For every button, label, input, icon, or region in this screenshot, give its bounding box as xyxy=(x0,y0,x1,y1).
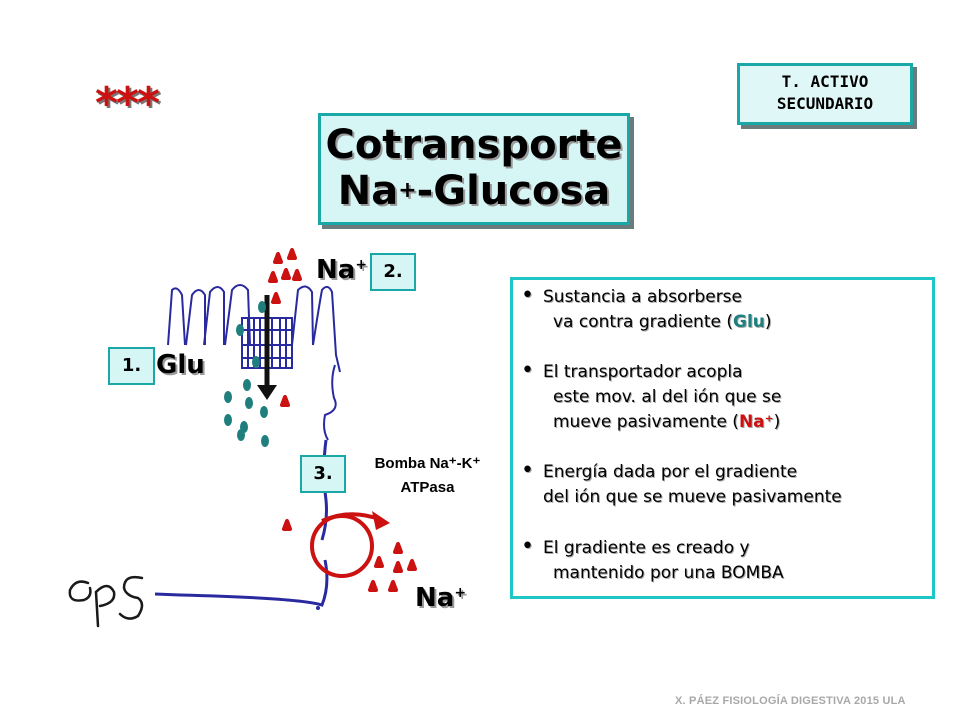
sodium-label-top-text: Na xyxy=(316,255,356,285)
sodium-label-top: Na+ xyxy=(316,255,367,285)
bullet-2: • El transportador acopla este mov. al d… xyxy=(521,358,782,435)
glucose-label: Glu xyxy=(156,350,205,380)
bullet-3-line-1: Energía dada por el gradiente xyxy=(543,462,798,482)
microvilli-outline xyxy=(167,284,341,441)
bullet-2-highlight: Na⁺ xyxy=(738,412,774,432)
bullet-dot-icon: • xyxy=(521,283,534,308)
bullet-1-highlight: Glu xyxy=(733,312,765,332)
mechanism-badge: T. ACTIVO SECUNDARIO xyxy=(737,63,913,125)
title-na: Na xyxy=(337,168,399,214)
bullet-2-line-2: este mov. al del ión que se xyxy=(553,387,782,407)
bullet-3-line-2: del ión que se mueve pasivamente xyxy=(543,487,842,507)
sodium-label-top-sup: + xyxy=(355,257,368,273)
bullet-dot-icon: • xyxy=(521,358,534,383)
page-title: Cotransporte Na+-Glucosa xyxy=(318,113,630,225)
bullet-2-line-1: El transportador acopla xyxy=(543,362,743,382)
bullet-4: • El gradiente es creado y mantenido por… xyxy=(521,534,784,586)
badge-line-2: SECUNDARIO xyxy=(776,94,874,113)
bullet-1-line-2-end: ) xyxy=(764,312,772,332)
bullet-3: • Energía dada por el gradiente del ión … xyxy=(521,458,842,510)
bullet-4-line-1: El gradiente es creado y xyxy=(543,538,750,558)
na-k-pump xyxy=(310,511,390,578)
footer-credit: X. PÁEZ FISIOLOGÍA DIGESTIVA 2015 ULA xyxy=(675,695,906,707)
transport-arrow xyxy=(257,295,277,400)
pump-label: Bomba Na⁺-K⁺ ATPasa xyxy=(350,452,505,500)
bullet-2-line-3-text: mueve pasivamente ( xyxy=(553,412,739,432)
pump-label-line-2: ATPasa xyxy=(400,479,455,496)
title-glucosa: -Glucosa xyxy=(416,168,611,214)
title-line-1: Cotransporte xyxy=(325,122,623,168)
bullet-2-line-3-end: ) xyxy=(773,412,781,432)
glucose-molecules xyxy=(224,301,269,447)
bullet-2-line-3: mueve pasivamente (Na⁺) xyxy=(521,410,781,435)
sodium-ions-bottom xyxy=(282,519,417,592)
step-1-box: 1. xyxy=(108,347,155,385)
title-plus: + xyxy=(398,178,417,203)
bullet-dot-icon: • xyxy=(521,534,534,559)
sodium-label-bottom-text: Na xyxy=(415,583,455,613)
step-3-box: 3. xyxy=(300,455,346,493)
info-box: • Sustancia a absorberse va contra gradi… xyxy=(510,277,935,599)
bullet-1-line-1: Sustancia a absorberse xyxy=(543,287,743,307)
handwritten-annotation xyxy=(68,575,144,628)
step-2-box: 2. xyxy=(370,253,416,291)
bullet-1-line-2-text: va contra gradiente ( xyxy=(553,312,733,332)
title-line-2: Na+-Glucosa xyxy=(321,168,627,214)
bullet-dot-icon: • xyxy=(521,458,534,483)
sodium-ions-top xyxy=(268,248,302,407)
sodium-label-bottom-sup: + xyxy=(454,585,467,601)
bullet-1-line-2: va contra gradiente (Glu) xyxy=(521,310,772,335)
bullet-4-line-2: mantenido por una BOMBA xyxy=(553,563,784,583)
pump-label-line-1: Bomba Na⁺-K⁺ xyxy=(374,455,481,472)
stars-icon: *** xyxy=(95,78,160,129)
badge-line-1: T. ACTIVO xyxy=(781,72,869,91)
sodium-label-bottom: Na+ xyxy=(415,583,466,613)
bullet-1: • Sustancia a absorberse va contra gradi… xyxy=(521,283,772,335)
